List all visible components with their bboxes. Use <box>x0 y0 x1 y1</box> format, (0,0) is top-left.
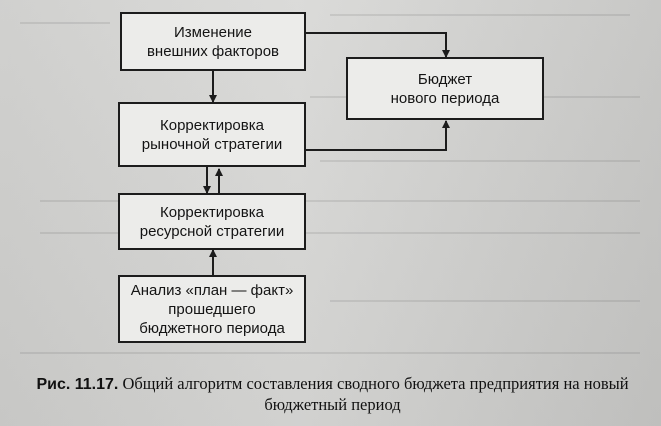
node-plan-fact-analysis: Анализ «план — факт» прошедшего бюджетно… <box>118 275 306 343</box>
figure-caption-text: Общий алгоритм составления сводного бюдж… <box>122 374 629 414</box>
edge-market-budget <box>304 120 450 151</box>
node-new-period-budget: Бюджет нового периода <box>346 57 544 120</box>
node-external-factors: Изменение внешних факторов <box>120 12 306 71</box>
node-plan-fact-analysis-label: Анализ «план — факт» прошедшего бюджетно… <box>130 281 294 337</box>
bleed-through-text <box>40 200 640 202</box>
node-resource-strategy: Корректировка ресурсной стратегии <box>118 193 306 250</box>
bleed-through-text <box>20 352 640 354</box>
figure-caption: Рис. 11.17. Общий алгоритм составления с… <box>10 374 655 415</box>
figure-number: Рис. 11.17. <box>36 376 119 393</box>
node-market-strategy-label: Корректировка рыночной стратегии <box>141 116 283 153</box>
edge-external-budget <box>304 32 450 58</box>
bleed-through-text <box>330 300 640 302</box>
node-new-period-budget-label: Бюджет нового периода <box>390 70 500 107</box>
bleed-through-text <box>320 160 640 162</box>
node-resource-strategy-label: Корректировка ресурсной стратегии <box>139 203 285 240</box>
bleed-through-text <box>330 14 630 16</box>
bleed-through-text <box>40 232 640 234</box>
node-external-factors-label: Изменение внешних факторов <box>146 23 280 60</box>
bleed-through-text <box>20 22 110 24</box>
node-market-strategy: Корректировка рыночной стратегии <box>118 102 306 167</box>
